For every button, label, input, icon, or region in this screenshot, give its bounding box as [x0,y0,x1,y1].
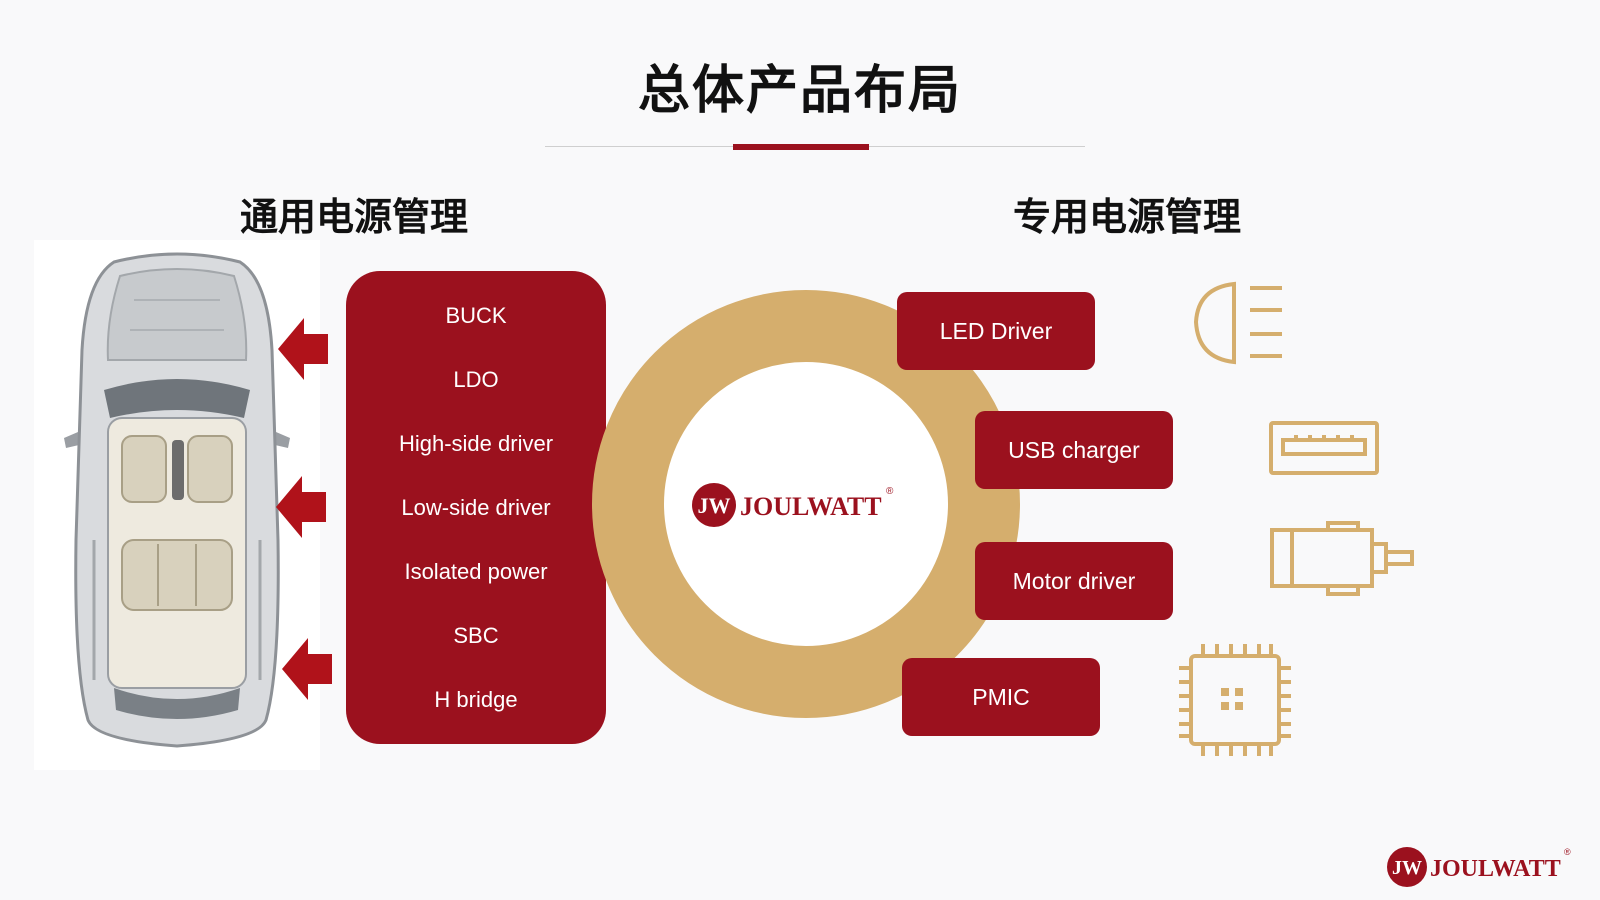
special-power-heading: 专用电源管理 [1013,195,1242,239]
logo-monogram: JW [1392,857,1422,879]
list-item: High-side driver [398,431,554,456]
logo-wordmark: JOULWATT [1430,856,1561,882]
footer-joulwatt-logo: JW JOULWATT ® [1387,847,1571,887]
motor-icon [1270,521,1414,596]
page-title: 总体产品布局 [637,61,962,121]
special-item-led-driver: LED Driver [897,292,1095,370]
left-arrow-icon [276,476,326,538]
general-power-list: BUCK LDO High-side driver Low-side drive… [346,271,606,744]
list-item: BUCK [445,303,507,328]
left-arrow-icon [282,638,332,700]
usb-port-icon [1269,421,1379,475]
special-item-usb-charger: USB charger [975,411,1173,489]
special-item-pmic: PMIC [902,658,1100,736]
title-divider-accent [733,144,869,150]
logo-wordmark: JOULWATT [740,492,882,521]
list-item: SBC [453,623,499,648]
logo-registered-mark: ® [1564,847,1571,857]
car-top-view-image [34,240,320,770]
logo-monogram: JW [698,493,731,518]
chip-icon [1179,644,1291,756]
headlight-icon [1193,281,1282,365]
general-power-heading: 通用电源管理 [240,195,469,239]
list-item: LDO [453,367,499,392]
left-arrow-icon [278,318,328,380]
list-item: Low-side driver [401,495,551,520]
special-item-motor-driver: Motor driver [975,542,1173,620]
list-item: H bridge [434,687,518,712]
joulwatt-logo: JW JOULWATT ® [692,483,894,527]
list-item: Isolated power [404,559,548,584]
logo-registered-mark: ® [886,486,894,497]
